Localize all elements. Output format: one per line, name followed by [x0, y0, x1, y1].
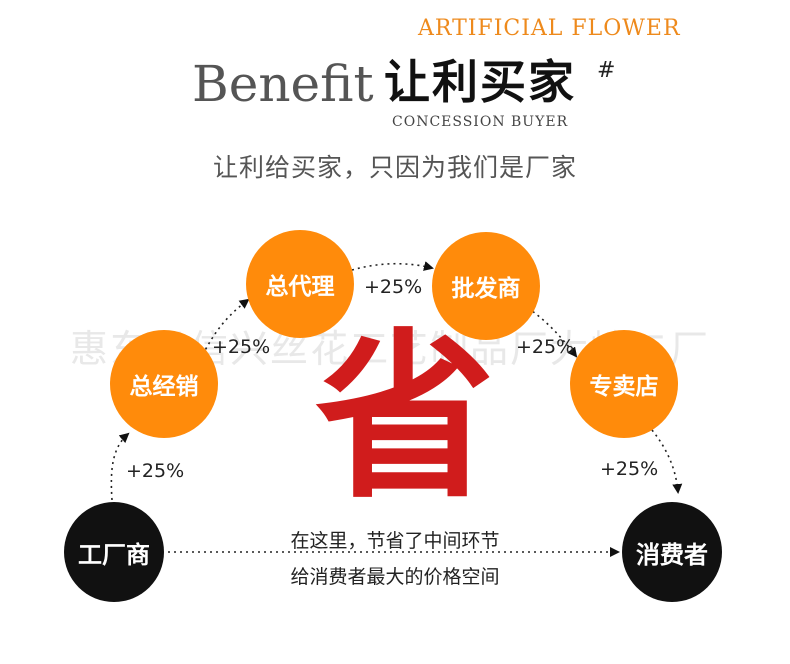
- node-factory: 工厂商: [64, 502, 164, 602]
- hash-mark: #: [597, 58, 616, 83]
- markup-agent-to-wholesaler: +25%: [364, 276, 423, 298]
- node-agent: 总代理: [246, 230, 354, 338]
- node-wholesaler: 批发商: [432, 232, 540, 340]
- note-line-1: 在这里，节省了中间环节: [290, 530, 500, 552]
- slogan: 让利给买家，只因为我们是厂家: [212, 153, 577, 182]
- markup-distributor-to-agent: +25%: [212, 336, 271, 358]
- node-consumer: 消费者: [622, 502, 722, 602]
- save-character: 省: [314, 312, 495, 523]
- node-distributor: 总经销: [110, 330, 218, 438]
- concession-buyer-subtitle: CONCESSION BUYER: [392, 114, 569, 130]
- benefit-title: Benefit: [192, 55, 374, 113]
- arrow-store-to-consumer: [651, 429, 683, 494]
- concession-title-cn: 让利买家: [384, 55, 576, 109]
- node-store: 专卖店: [570, 330, 678, 438]
- markup-store-to-consumer: +25%: [600, 458, 659, 480]
- note-line-2: 给消费者最大的价格空间: [290, 566, 500, 588]
- artificial-flower-heading: ARTIFICIAL FLOWER: [418, 16, 681, 41]
- arrow-wholesaler-to-store: [527, 307, 578, 358]
- arrow-agent-to-wholesaler: [351, 261, 434, 271]
- arrow-factory-to-distributor: [110, 432, 130, 501]
- markup-factory-to-distributor: +25%: [126, 460, 185, 482]
- markup-wholesaler-to-store: +25%: [516, 336, 575, 358]
